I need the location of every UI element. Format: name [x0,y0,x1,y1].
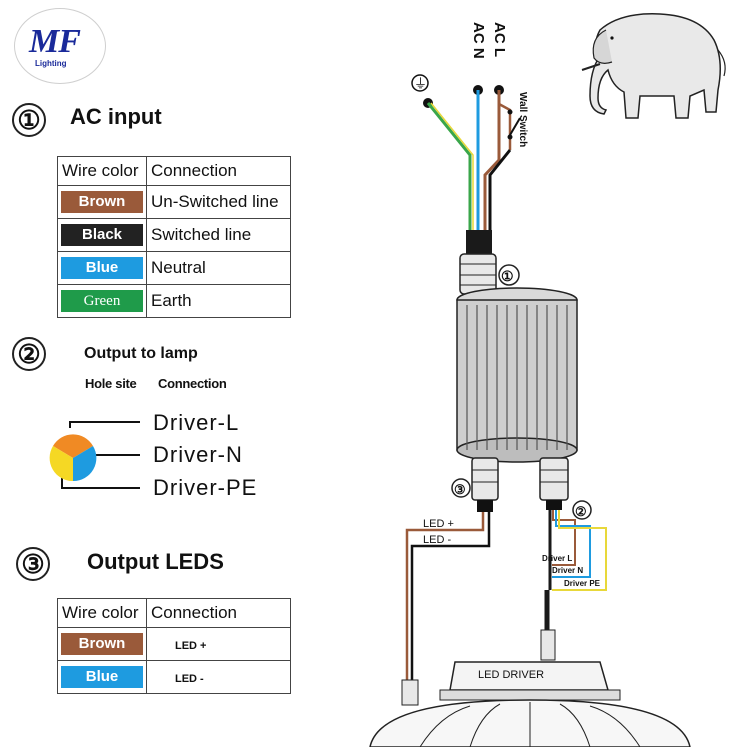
swatch-black: Black [61,224,143,246]
section1-title: AC input [70,104,162,129]
table-row: Brown Un-Switched line [57,185,291,219]
earth-symbol-icon [411,74,429,92]
led-output-gland [471,457,499,501]
connection-cell: Earth [146,284,291,318]
switch-lever [509,117,521,136]
driver-l-label: Driver-L [153,410,240,435]
lamp-output-gland [539,457,569,501]
led-plus-label: LED + [423,518,454,530]
elephant-illustration [581,13,726,119]
swatch-brown: Brown [61,633,143,655]
pie-slice-orange [53,434,93,458]
switch-contact-top [507,109,513,115]
ac-n-label: AC N [470,22,487,59]
header-connection: Connection [146,598,291,628]
pie-slice-blue [73,446,97,482]
led-minus-label: LED - [423,534,451,546]
section3-title: Output LEDS [87,549,224,574]
led-driver-label: LED DRIVER [478,669,544,681]
callout-1: ① [501,268,514,284]
swatch-brown: Brown [61,191,143,213]
wall-switch-label: Wall Switch [517,92,528,147]
driver-n-wire [552,510,591,578]
callout-2: ② [575,504,587,519]
callout-1-circle [498,264,520,286]
earth-wire-green [426,102,472,230]
driver-l-wire [552,510,576,566]
line-wire-to-switch [497,90,512,150]
hole-site-diagram [49,421,140,489]
callout-3: ③ [454,482,466,497]
led-connector [401,679,419,706]
swatch-green: Green [61,290,143,312]
connection-header: Connection [158,376,227,391]
driver-l-leader [69,421,140,428]
driver-pe-wire-label: Driver PE [564,579,601,588]
table-row: Blue LED - [57,660,291,694]
ac-input-table: Wire color Connection Brown Un-Switched … [57,156,291,318]
table-header-row: Wire color Connection [57,156,291,186]
led-plus-wire [405,512,485,680]
callout-3-circle [451,478,471,498]
hole-site-header: Hole site [85,376,137,391]
earth-wire-yellow [430,102,474,230]
section2-number: ② [12,337,46,371]
connection-cell: Un-Switched line [146,185,291,219]
header-connection: Connection [146,156,291,186]
unswitched-line-wire [483,90,501,230]
section3-number: ③ [16,547,50,581]
input-cable-sleeve [466,230,492,254]
table-row: Green Earth [57,284,291,318]
driver-n-label: Driver-N [153,442,243,467]
driver-l-wire-label: Driver L [542,554,572,563]
led-minus-wire [410,512,491,680]
connection-cell: Neutral [146,251,291,285]
table-row: Blue Neutral [57,251,291,285]
driver-pe-wire [552,510,607,591]
logo-subtitle: Lighting [35,59,67,68]
switched-line-wire [488,149,512,230]
ground-icon: ⏚ [414,76,427,91]
input-cable-gland [459,253,497,295]
fixture-collar [439,689,621,701]
callout-2-circle [572,500,592,520]
switch-contact-bottom [507,134,513,140]
lamp-connector [540,629,556,661]
header-wire-color: Wire color [57,156,147,186]
swatch-blue: Blue [61,666,143,688]
connection-cell: Switched line [146,218,291,252]
pie-slice-yellow [49,446,73,482]
logo-mark: MF [29,23,81,60]
connection-cell: LED - [175,673,204,685]
section2-title: Output to lamp [84,345,198,362]
output-leds-table: Wire color Connection Brown LED + Blue L… [57,598,291,694]
company-logo: MF Lighting [14,8,106,84]
ac-l-label: AC L [491,22,508,57]
table-header-row: Wire color Connection [57,598,291,628]
table-row: Black Switched line [57,218,291,252]
swatch-blue: Blue [61,257,143,279]
connection-cell: LED + [175,640,207,652]
driver-pe-label: Driver-PE [153,475,258,500]
driver-n-wire-label: Driver N [552,566,583,575]
header-wire-color: Wire color [57,598,147,628]
section1-number: ① [12,103,46,137]
